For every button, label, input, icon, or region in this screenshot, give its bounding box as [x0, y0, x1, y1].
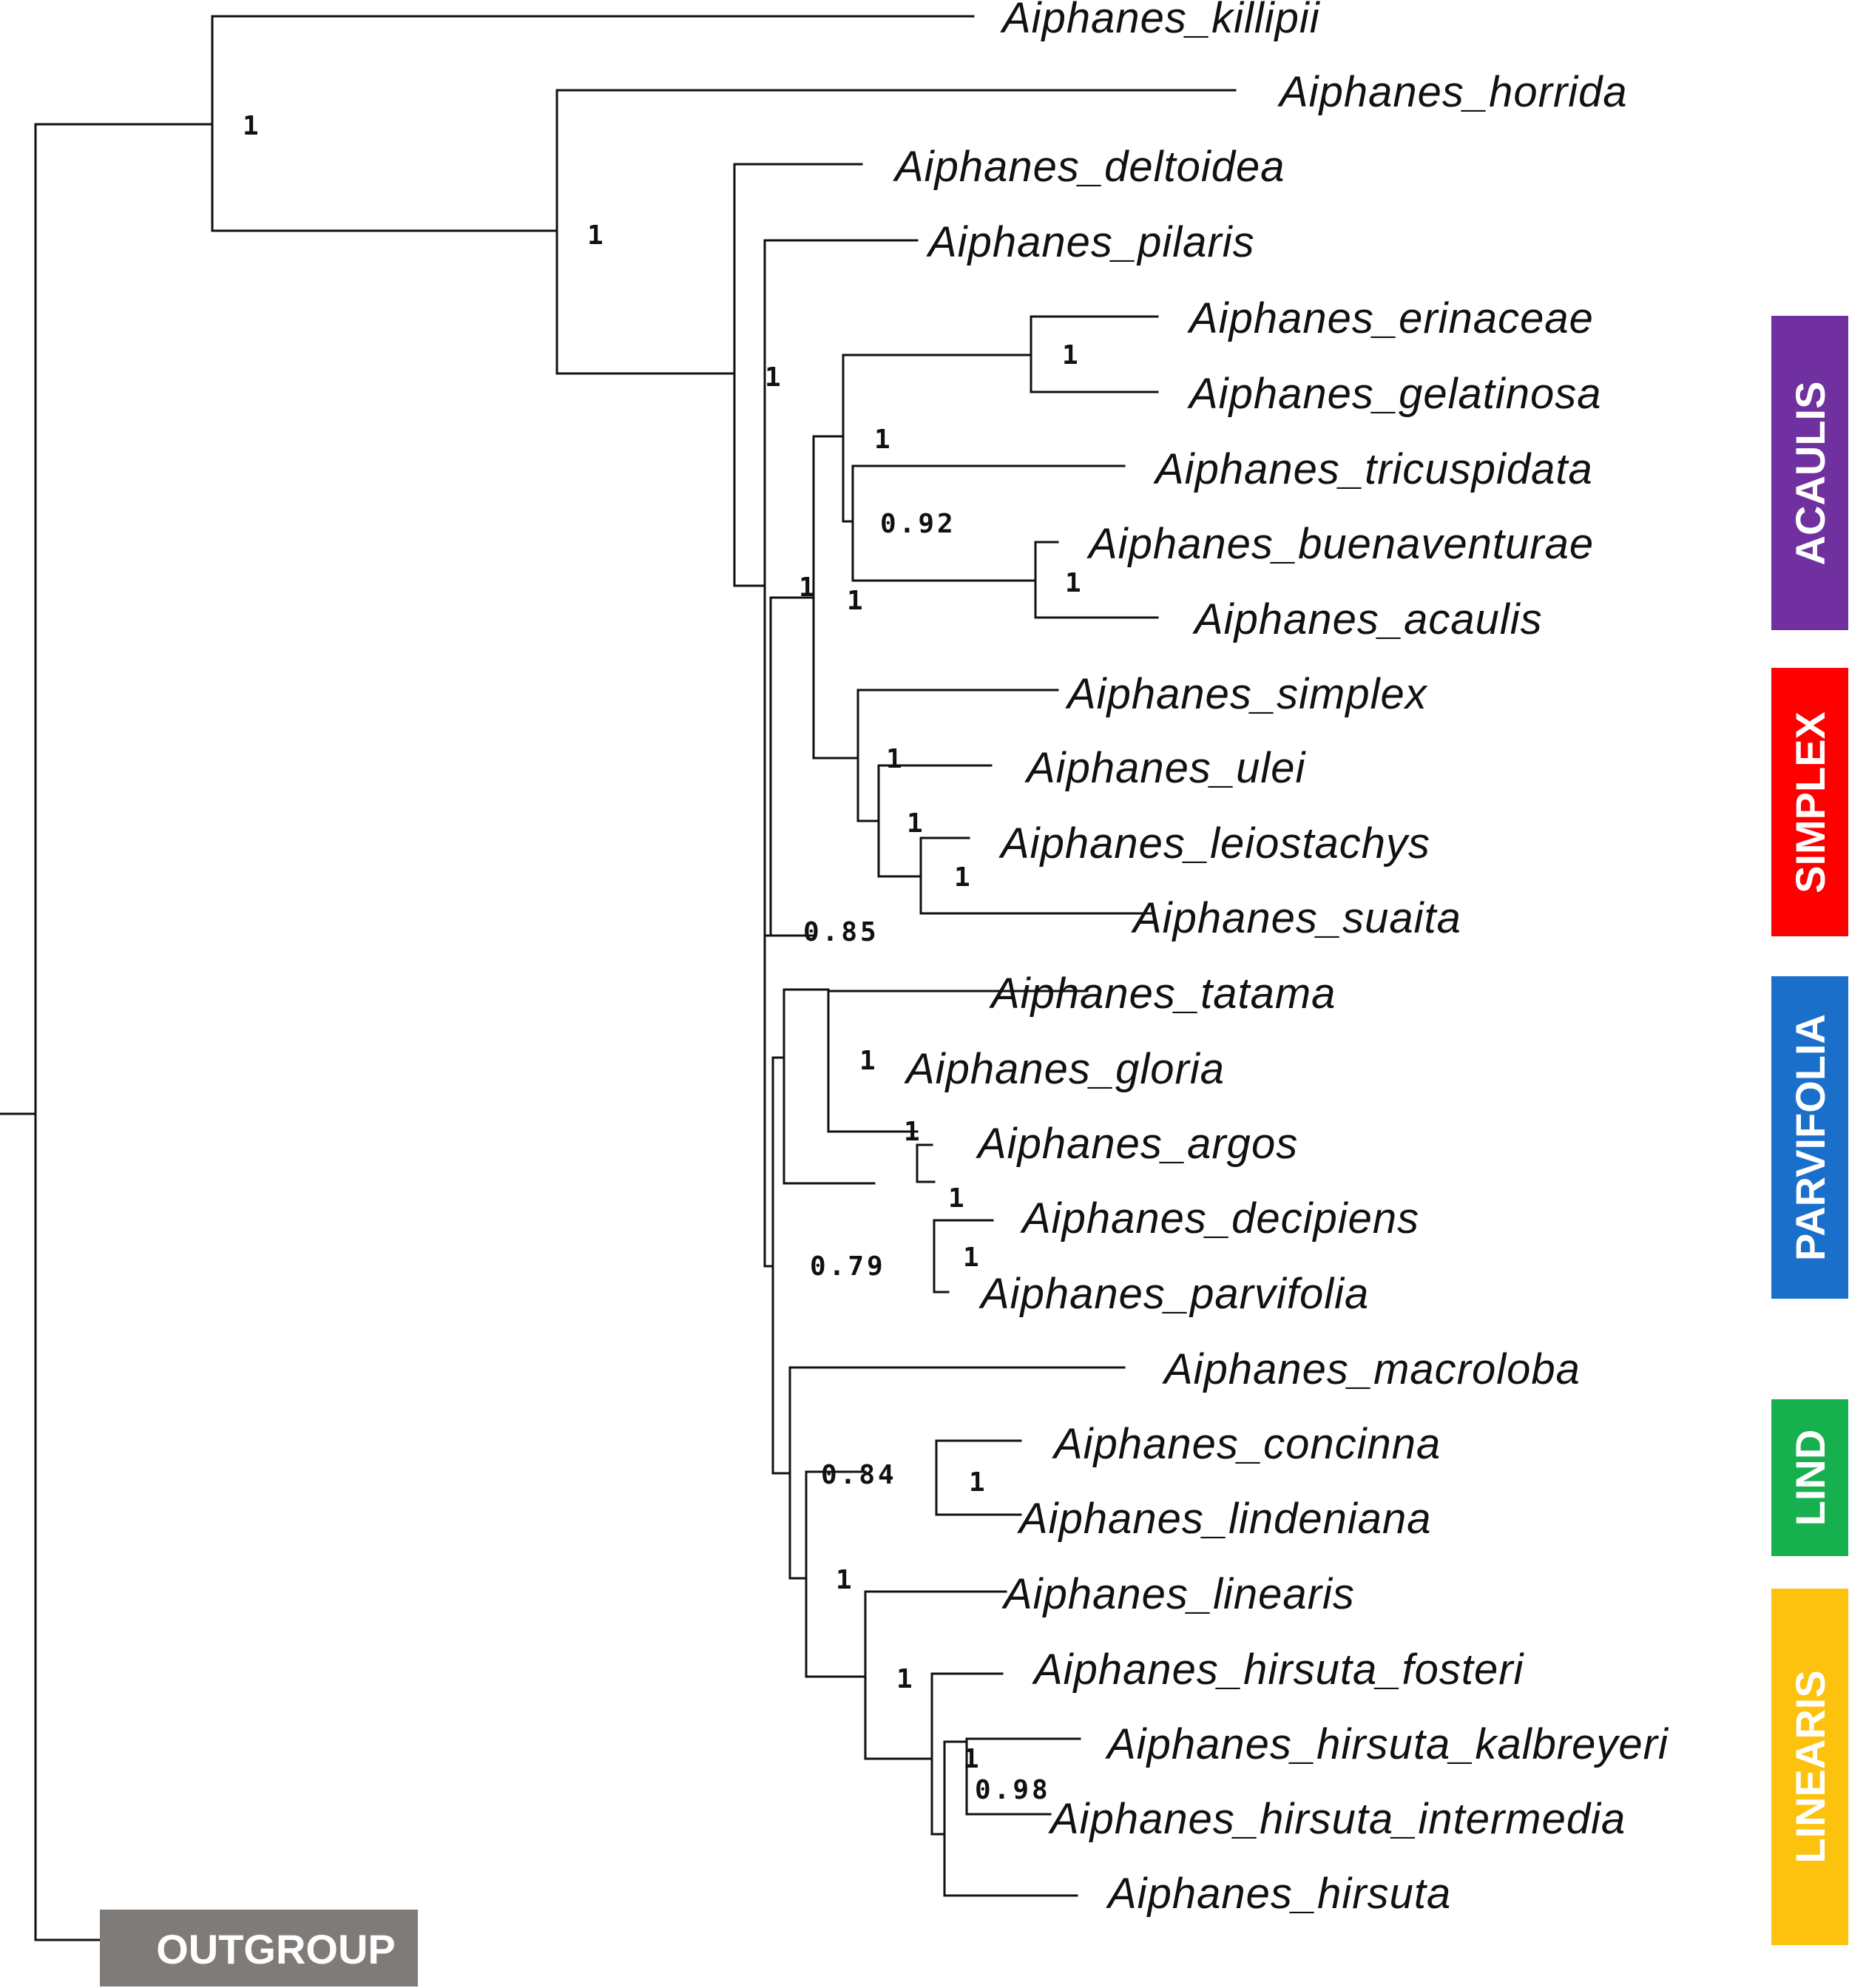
tip-label: Aiphanes_gloria: [904, 1045, 1225, 1093]
support-value: 1: [954, 862, 973, 893]
tip-label: Aiphanes_horrida: [1277, 68, 1628, 116]
tip-label: Aiphanes_simplex: [1065, 670, 1428, 718]
tip-label: Aiphanes_deltoidea: [893, 143, 1285, 191]
tree-branches: [0, 15, 1237, 1941]
support-value: 1: [963, 1744, 982, 1774]
tip-labels: Aiphanes_killipii Aiphanes_horrida Aipha…: [893, 0, 1669, 1918]
support-value: 1: [859, 1046, 879, 1076]
clade-label-simplex: SIMPLEX: [1787, 711, 1833, 893]
clade-label-parvifolia: PARVIFOLIA: [1787, 1014, 1833, 1261]
tip-label: Aiphanes_concinna: [1052, 1420, 1441, 1468]
tip-label: Aiphanes_erinaceae: [1187, 294, 1594, 342]
clade-bar-acaulis: [1771, 316, 1848, 630]
support-value: 1: [886, 744, 905, 774]
clade-bar-simplex: [1771, 668, 1848, 936]
support-value: 1: [799, 572, 818, 603]
clade-bar-parvifolia: [1771, 976, 1848, 1299]
tip-label: Aiphanes_ulei: [1024, 744, 1307, 792]
tip-label: Aiphanes_hirsuta_kalbreyeri: [1105, 1720, 1669, 1768]
support-value: 0.85: [803, 917, 879, 947]
support-value: 1: [948, 1183, 967, 1214]
clade-bar-linearis: [1771, 1589, 1848, 1945]
support-value: 1: [896, 1664, 916, 1694]
support-value: 0.92: [880, 509, 956, 539]
support-value: 1: [907, 808, 926, 839]
tip-label: Aiphanes_suaita: [1131, 894, 1461, 942]
tip-label: Aiphanes_leiostachys: [998, 819, 1430, 868]
tip-label: Aiphanes_pilaris: [926, 218, 1255, 266]
tip-label: Aiphanes_hirsuta_fosteri: [1032, 1646, 1525, 1694]
support-value: 0.79: [810, 1251, 886, 1282]
support-value: 1: [847, 586, 866, 616]
tip-label: Aiphanes_lindeniana: [1017, 1495, 1432, 1543]
tip-label: Aiphanes_tatama: [989, 970, 1336, 1018]
tip-label: Aiphanes_argos: [976, 1120, 1298, 1168]
tip-label: Aiphanes_acaulis: [1192, 595, 1543, 643]
tip-label: Aiphanes_hirsuta_intermedia: [1048, 1795, 1626, 1843]
tip-label: Aiphanes_gelatinosa: [1187, 370, 1602, 418]
clade-bars: ACAULIS SIMPLEX PARVIFOLIA LIND LINEARIS…: [100, 316, 1848, 1987]
clade-bar-lind: [1771, 1399, 1848, 1556]
clade-label-outgroup: OUTGROUP: [156, 1926, 396, 1972]
clade-label-lind: LIND: [1787, 1430, 1833, 1526]
clade-label-acaulis: ACAULIS: [1787, 382, 1833, 566]
tip-label: Aiphanes_hirsuta: [1106, 1870, 1451, 1918]
support-value: 1: [836, 1565, 855, 1595]
support-value: 1: [963, 1242, 982, 1273]
support-value: 1: [969, 1467, 988, 1498]
tip-label: Aiphanes_linearis: [1001, 1570, 1355, 1618]
support-value: 1: [243, 111, 262, 141]
tip-label: Aiphanes_buenaventurae: [1086, 520, 1594, 568]
support-value: 1: [765, 362, 784, 393]
tip-label: Aiphanes_killipii: [1000, 0, 1321, 42]
support-value: 1: [904, 1117, 923, 1147]
tip-label: Aiphanes_decipiens: [1020, 1194, 1419, 1242]
clade-bar-outgroup: [100, 1910, 418, 1987]
support-value: 0.98: [975, 1775, 1051, 1805]
support-value: 0.84: [821, 1460, 897, 1490]
tip-label: Aiphanes_parvifolia: [978, 1270, 1369, 1318]
support-value: 1: [874, 425, 893, 455]
clade-label-linearis: LINEARIS: [1787, 1670, 1833, 1863]
support-value: 1: [587, 220, 606, 251]
tip-label: Aiphanes_macroloba: [1162, 1345, 1581, 1393]
support-value: 1: [1065, 568, 1084, 598]
support-value: 1: [1062, 340, 1081, 371]
tip-label: Aiphanes_tricuspidata: [1153, 445, 1593, 493]
support-values: 1 1 1 1 1 0.92 1 1 1 1 1 0.85 1 1 1 1 0.…: [243, 111, 1084, 1805]
